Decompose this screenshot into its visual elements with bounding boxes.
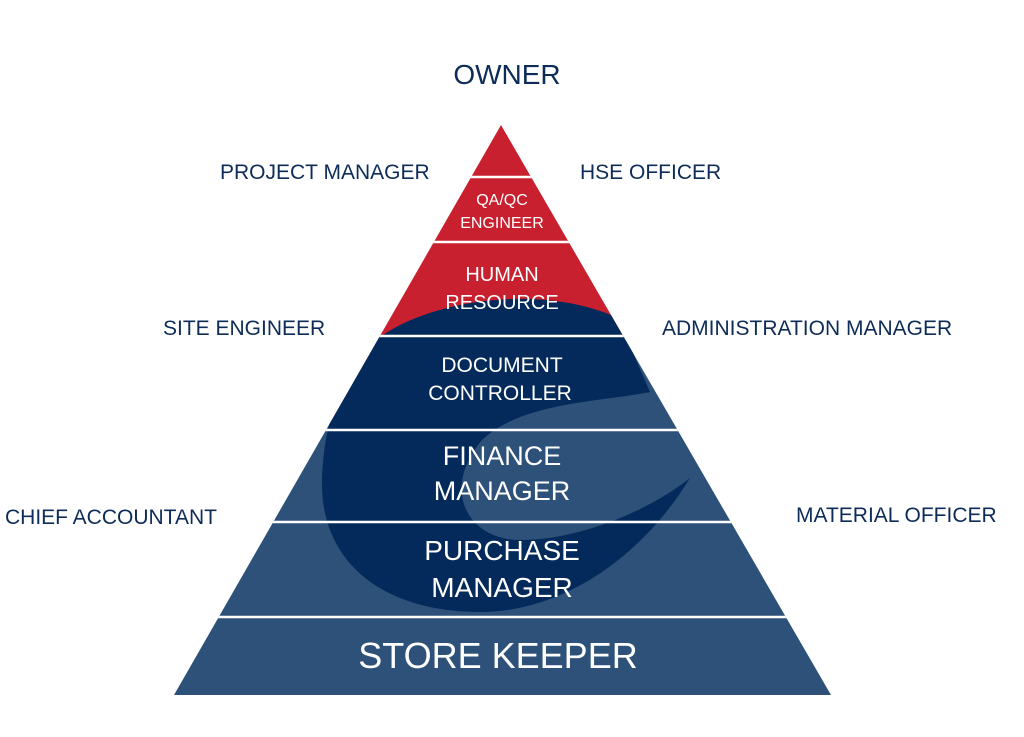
site-engineer-label: SITE ENGINEER (163, 317, 325, 340)
tier-label-line: FINANCE (443, 441, 562, 471)
tier-purchase-manager: PURCHASE MANAGER (424, 535, 580, 603)
hse-officer-label: HSE OFFICER (580, 161, 721, 184)
administration-manager-label: ADMINISTRATION MANAGER (662, 317, 952, 340)
tier-human-resource: HUMAN RESOURCE (445, 264, 558, 314)
project-manager-label: PROJECT MANAGER (220, 161, 430, 184)
tier-label-line: DOCUMENT (441, 354, 562, 377)
owner-label: OWNER (453, 59, 560, 90)
tier-label-line: ENGINEER (460, 215, 544, 232)
tier-label-line: MANAGER (434, 476, 571, 506)
tier-store-keeper: STORE KEEPER (358, 635, 637, 676)
material-officer-label: MATERIAL OFFICER (796, 504, 997, 527)
tier-label-line: CONTROLLER (428, 382, 572, 405)
chief-accountant-label: CHIEF ACCOUNTANT (5, 506, 217, 529)
tier-label-line: STORE KEEPER (358, 635, 637, 676)
tier-document-controller: DOCUMENT CONTROLLER (428, 354, 572, 405)
tier-label-line: RESOURCE (445, 292, 558, 314)
tier-label-line: PURCHASE (424, 535, 580, 566)
tier-finance-manager: FINANCE MANAGER (434, 441, 571, 506)
swoosh-logo-shape (321, 298, 690, 612)
tier-label-line: QA/QC (476, 192, 528, 209)
tier-label-line: MANAGER (431, 572, 573, 603)
tier-label-line: HUMAN (465, 264, 538, 286)
tier-qaqc-engineer: QA/QC ENGINEER (460, 192, 544, 232)
